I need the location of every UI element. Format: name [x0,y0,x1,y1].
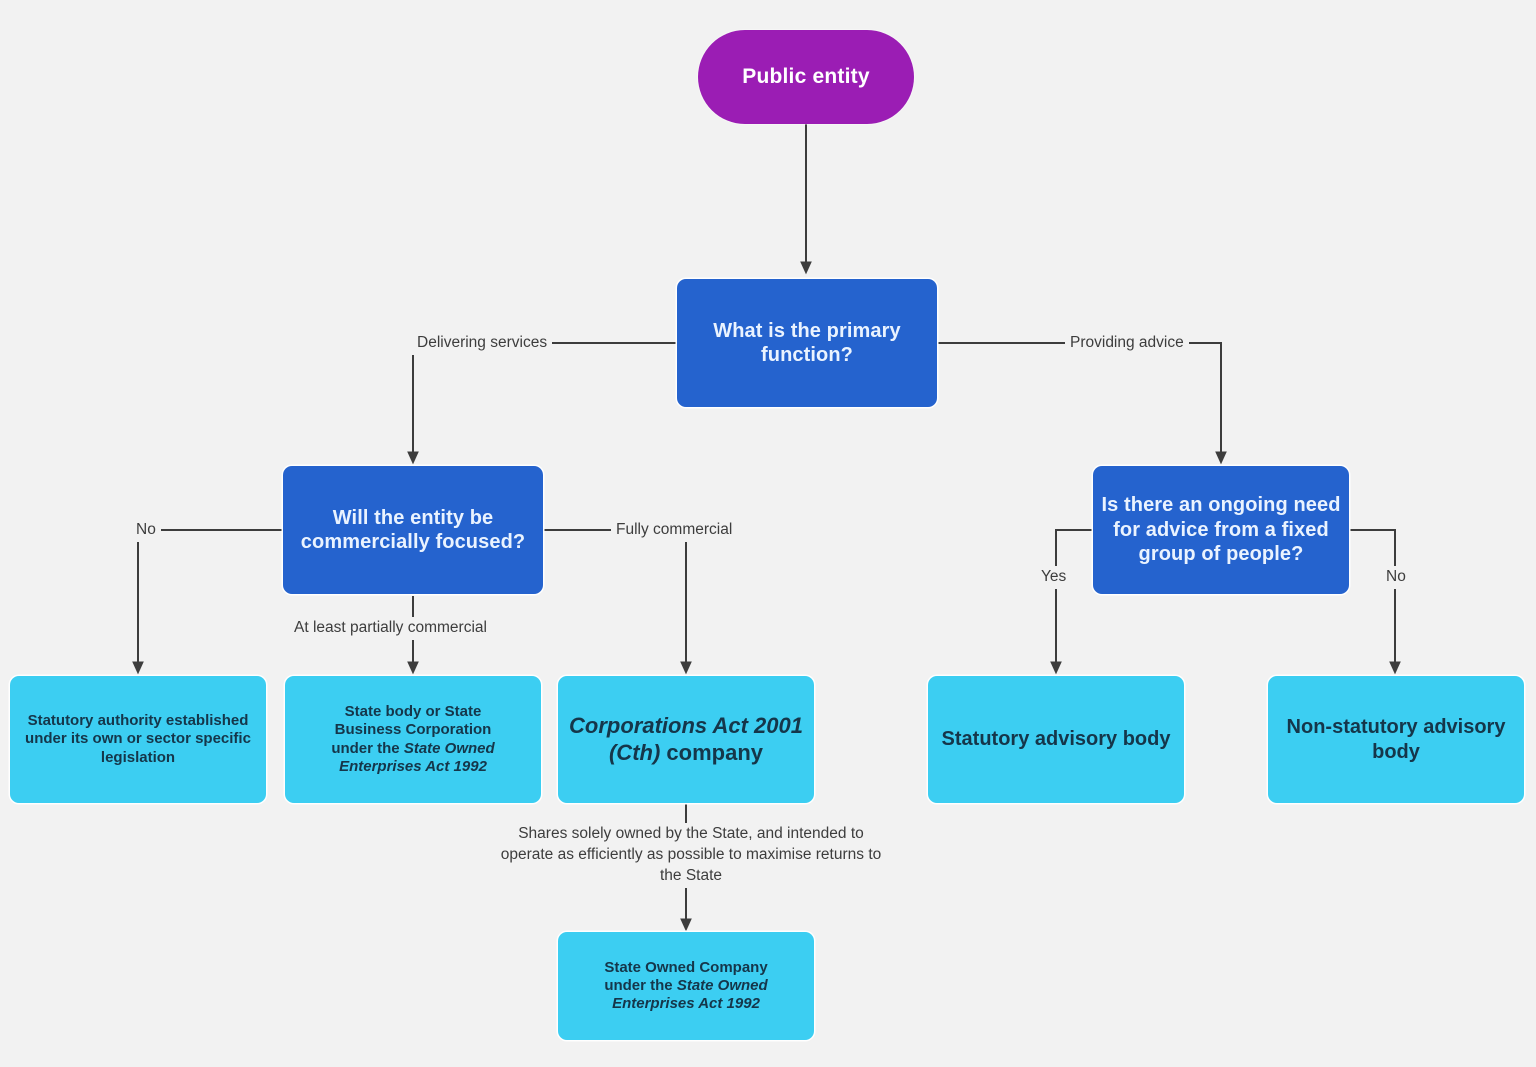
state-body-act: State Owned Enterprises Act 1992 [339,739,495,775]
edge-label-at-least-partially-commercial: At least partially commercial [289,617,492,640]
node-corporations-act-company-label: Corporations Act 2001 (Cth) company [558,713,814,767]
edge-primary-to-advice [937,342,1227,465]
node-ongoing-advice[interactable]: Is there an ongoing need for advice from… [1093,466,1349,594]
soc-act: State Owned Enterprises Act 1992 [612,976,768,1013]
node-ongoing-advice-label: Is there an ongoing need for advice from… [1101,494,1341,566]
node-state-owned-company[interactable]: State Owned Company under the State Owne… [558,932,814,1040]
node-state-owned-company-label: State Owned Company under the State Owne… [558,959,814,1014]
edge-label-yes-right: Yes [1036,566,1072,589]
node-state-body-label: State body or State Business Corporation… [285,703,541,776]
node-primary-function[interactable]: What is the primary function? [677,279,937,407]
edge-label-no-left: No [131,519,161,542]
edge-label-delivering-services: Delivering services [412,332,553,355]
node-commercially-focused[interactable]: Will the entity be commercially focused? [283,466,543,594]
corporations-act-suffix: company [660,739,763,765]
edge-label-fully-commercial: Fully commercial [611,519,738,542]
node-state-body[interactable]: State body or State Business Corporation… [285,676,541,803]
edge-label-no-right: No [1381,566,1411,589]
state-body-line1: State body or State [344,702,482,720]
soc-line1: State Owned Company [604,958,768,976]
state-body-line3: under the [331,739,404,757]
state-body-line2: Business Corporation [334,721,492,739]
node-primary-function-label: What is the primary function? [713,319,901,366]
node-statutory-advisory-body-label: Statutory advisory body [941,728,1171,751]
node-statutory-advisory-body[interactable]: Statutory advisory body [928,676,1184,803]
node-non-statutory-advisory-body[interactable]: Non-statutory advisory body [1268,676,1524,803]
corporations-act-italic: Corporations Act 2001 (Cth) [569,712,803,765]
node-public-entity[interactable]: Public entity [698,30,914,124]
node-corporations-act-company[interactable]: Corporations Act 2001 (Cth) company [558,676,814,803]
edge-primary-to-commercial [407,342,676,465]
edge-commercial-fully [543,529,692,675]
edge-advice-yes [1050,529,1093,675]
edge-commercial-no [132,529,283,675]
node-commercially-focused-label: Will the entity be commercially focused? [300,506,526,553]
node-statutory-authority-label: Statutory authority established under it… [25,712,251,766]
node-non-statutory-advisory-body-label: Non-statutory advisory body [1286,716,1506,763]
node-statutory-authority[interactable]: Statutory authority established under it… [10,676,266,803]
edge-label-providing-advice: Providing advice [1065,332,1189,355]
edge-advice-no [1349,529,1401,675]
node-public-entity-label: Public entity [742,65,870,89]
edge-label-shares-note: Shares solely owned by the State, and in… [493,823,889,888]
soc-line2: under the [604,976,677,994]
